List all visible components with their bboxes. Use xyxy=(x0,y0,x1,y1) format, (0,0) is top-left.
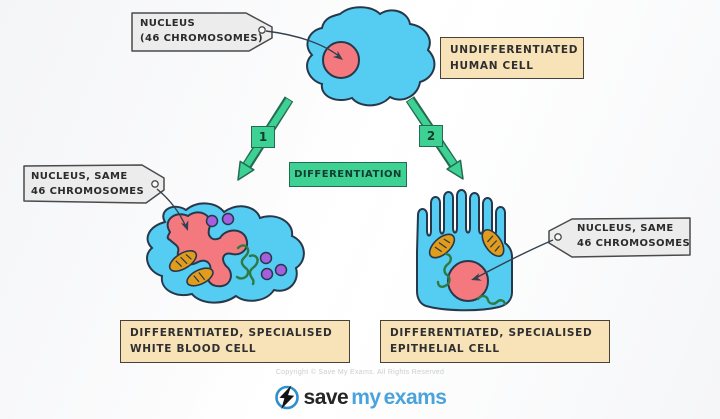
arrow1-number: 1 xyxy=(258,130,268,144)
nucleus-tag-right-line2: 46 CHROMOSOMES xyxy=(577,238,691,249)
lightning-bolt-icon xyxy=(274,385,299,410)
nucleus-tag-right-line1: NUCLEUS, SAME xyxy=(577,223,674,234)
arrow2-number: 2 xyxy=(426,129,436,143)
tag-connector-left xyxy=(156,188,189,231)
differentiation-label-box: DIFFERENTIATION xyxy=(289,162,407,187)
nucleus-tag-top-line2: (46 CHROMOSOMES) xyxy=(140,33,263,44)
tag-hole-icon xyxy=(258,26,266,34)
white-blood-cell xyxy=(146,202,305,304)
mitochondrion-icon xyxy=(186,267,214,287)
arrow2-number-badge: 2 xyxy=(419,125,443,147)
differentiation-label: DIFFERENTIATION xyxy=(294,169,402,180)
undifferentiated-box-line1: UNDIFFERENTIATED xyxy=(450,44,579,56)
white-blood-cell-box-line2: WHITE BLOOD CELL xyxy=(130,342,257,355)
epithelial-cell-box-line1: DIFFERENTIATED, SPECIALISED xyxy=(390,327,593,339)
granule-icon xyxy=(274,263,288,277)
undifferentiated-box-line2: HUMAN CELL xyxy=(450,59,534,72)
undifferentiated-cell-membrane xyxy=(306,6,436,107)
undifferentiated-cell-nucleus xyxy=(322,41,360,79)
nucleus-tag-top-line1: NUCLEUS xyxy=(140,18,196,29)
mitochondrion-icon xyxy=(168,250,198,272)
white-blood-cell-box-line1: DIFFERENTIATED, SPECIALISED xyxy=(130,327,333,339)
granule-icon xyxy=(205,214,219,228)
endoplasmic-reticulum-squiggle xyxy=(436,252,452,288)
epithelial-cell-nucleus xyxy=(447,260,489,302)
tag-connector-top xyxy=(265,30,343,60)
save-my-exams-logo: save my exams xyxy=(0,384,720,411)
mitochondrion-icon xyxy=(481,228,505,258)
epithelial-cell-box: DIFFERENTIATED, SPECIALISED EPITHELIAL C… xyxy=(380,320,610,363)
endoplasmic-reticulum-squiggle xyxy=(235,244,250,280)
undifferentiated-human-cell-box: UNDIFFERENTIATED HUMAN CELL xyxy=(440,37,584,79)
nucleus-tag-left-line2: 46 CHROMOSOMES xyxy=(31,186,145,197)
nucleus-tag-top-label: NUCLEUS (46 CHROMOSOMES) xyxy=(140,16,263,46)
undifferentiated-cell xyxy=(306,6,436,107)
logo-word-my: my xyxy=(351,385,381,409)
logo-word-exams: exams xyxy=(383,385,447,409)
nucleus-tag-left-shape xyxy=(23,164,165,204)
arrow1-number-badge: 1 xyxy=(251,126,275,148)
mitochondrion-icon xyxy=(428,233,456,259)
tag-hole-icon xyxy=(554,233,562,241)
tag-hole-icon xyxy=(151,180,159,188)
epithelial-cell-box-line2: EPITHELIAL CELL xyxy=(390,342,500,355)
endoplasmic-reticulum-squiggle xyxy=(248,254,259,286)
nucleus-tag-left-label: NUCLEUS, SAME 46 CHROMOSOMES xyxy=(31,169,144,199)
tag-connector-right xyxy=(471,239,554,281)
nucleus-tag-right-label: NUCLEUS, SAME 46 CHROMOSOMES xyxy=(577,221,690,251)
copyright-text: Copyright © Save My Exams. All Rights Re… xyxy=(275,369,445,376)
granule-icon xyxy=(260,267,274,281)
endoplasmic-reticulum-squiggle xyxy=(476,294,507,306)
granule-icon xyxy=(221,212,235,226)
white-blood-cell-box: DIFFERENTIATED, SPECIALISED WHITE BLOOD … xyxy=(120,320,350,363)
arrow1-head xyxy=(237,160,255,181)
nucleus-tag-top-shape xyxy=(131,12,273,52)
epithelial-cell xyxy=(416,189,513,312)
nucleus-tag-left-line1: NUCLEUS, SAME xyxy=(31,171,128,182)
nucleus-tag-right-shape xyxy=(548,217,691,258)
logo-word-save: save xyxy=(303,385,349,409)
granule-icon xyxy=(259,251,273,265)
arrow2-head xyxy=(446,159,464,180)
